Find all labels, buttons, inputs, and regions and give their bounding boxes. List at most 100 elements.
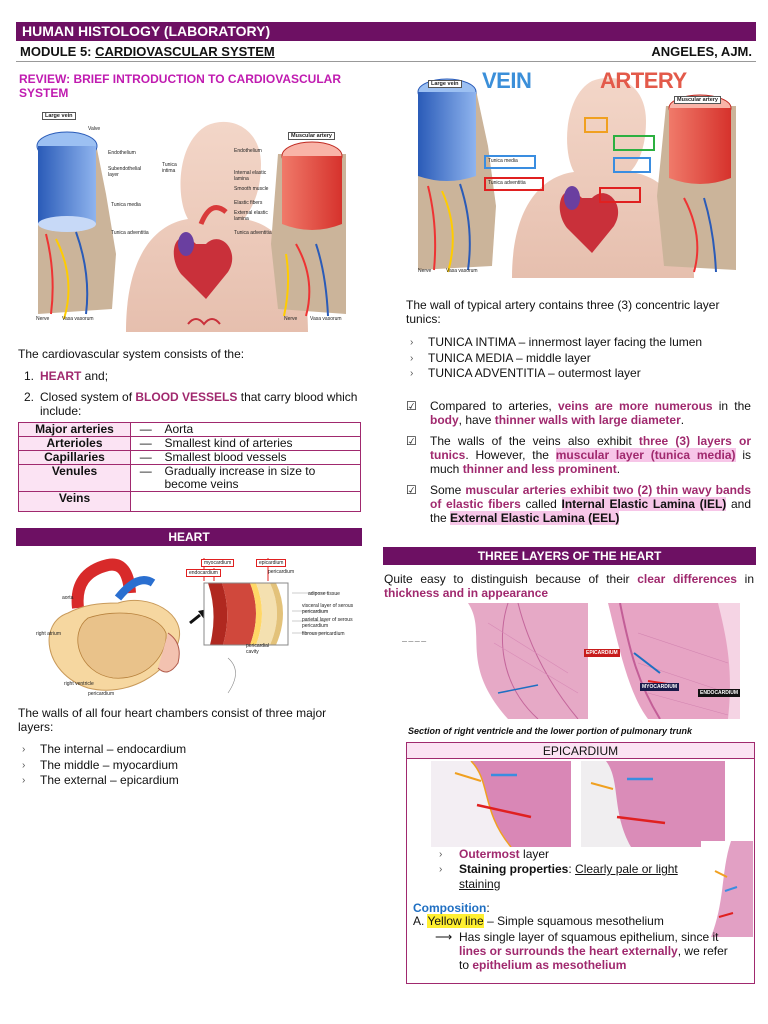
tag-epicardium: EPICARDIUM	[584, 649, 620, 657]
vessel-name: Arterioles	[18, 436, 131, 451]
vessel-row: Veins	[18, 491, 361, 512]
label-myocardium: myocardium	[201, 559, 235, 567]
heart-diagram: myocardium endocardium epicardium perica…	[18, 553, 362, 701]
vessel-desc	[160, 491, 361, 512]
vessel-diagram-right: VEIN ARTERY Large vein Muscular artery T…	[402, 66, 756, 278]
label-nerve-r: Nerve	[418, 268, 432, 274]
epicardium-box: EPICARDIUM ›Outermost layer ›Staining pr…	[406, 742, 755, 984]
heart-walls-text: The walls of all four heart chambers con…	[18, 706, 327, 734]
label-endocardium: endocardium	[186, 569, 221, 577]
tunic-item: ›TUNICA ADVENTITIA – outermost layer	[410, 366, 641, 380]
label-vasa-vasorum-right: Vasa vasorum	[310, 316, 342, 322]
author: ANGELES, AJM.	[651, 44, 752, 59]
label-tunica-adventitia-r: Tunica adventitia	[488, 180, 526, 186]
label-endothelium-right: Endothelium	[234, 148, 262, 154]
vessel-dash: —	[130, 436, 161, 451]
comparison-list: ☑ Compared to arteries, veins are more n…	[406, 399, 751, 532]
label-smooth-muscle: Smooth muscle	[234, 186, 269, 192]
arrow-right-icon: ⟶	[435, 930, 453, 944]
vessel-row: Venules—Gradually increase in size to be…	[18, 464, 361, 492]
label-endothelium: Endothelium	[108, 150, 136, 156]
heart-layer-item: ›The external – epicardium	[22, 773, 179, 787]
vessel-desc: Smallest kind of arteries	[160, 436, 361, 451]
vessel-diagram-left: Large vein Valve Endothelium Subendothel…	[16, 104, 360, 332]
label-tunica-media: Tunica media	[111, 202, 141, 208]
vessel-name: Major arteries	[18, 422, 131, 437]
vessel-name: Capillaries	[18, 450, 131, 465]
intro-item-1: 1.HEART and;	[24, 369, 109, 383]
label-epicardium: epicardium	[256, 559, 287, 567]
label-elastic-fibers: Elastic fibers	[234, 200, 263, 206]
three-layers-bar: THREE LAYERS OF THE HEART	[383, 547, 756, 565]
label-right-ventricle: right ventricle	[64, 681, 94, 687]
intro-item-2: 2.Closed system of BLOOD VESSELS that ca…	[24, 390, 358, 418]
course-banner: HUMAN HISTOLOGY (LABORATORY)	[16, 22, 756, 41]
tag-myocardium: MYOCARDIUM	[640, 683, 679, 691]
tunic-item: ›TUNICA INTIMA – innermost layer facing …	[410, 335, 703, 349]
label-tunica-adventitia-right: Tunica adventitia	[234, 230, 272, 236]
vessel-row: Capillaries—Smallest blood vessels	[18, 450, 361, 465]
vessel-dash: —	[130, 422, 161, 437]
epicardium-prop: ›Staining properties: Clearly pale or li…	[439, 862, 678, 891]
label-muscular-artery: Muscular artery	[288, 132, 335, 140]
vessel-name: Venules	[18, 464, 131, 492]
vessel-desc: Aorta	[160, 422, 361, 437]
label-adipose: adipose tissue	[308, 591, 340, 597]
module-title: MODULE 5: CARDIOVASCULAR SYSTEM	[20, 44, 275, 59]
label-aorta: aorta	[62, 595, 74, 601]
checkbox-checked-icon: ☑	[406, 399, 417, 413]
epicardium-side-micrograph	[701, 841, 753, 937]
heart-layer-item: ›The internal – endocardium	[22, 742, 187, 756]
tunics-list: ›TUNICA INTIMA – innermost layer facing …	[406, 335, 756, 382]
intro-lead: The cardiovascular system consists of th…	[18, 347, 245, 361]
checkbox-checked-icon: ☑	[406, 434, 417, 448]
vessel-desc: Gradually increase in size to become vei…	[160, 464, 361, 492]
label-vasa-vasorum: Vasa vasorum	[62, 316, 94, 322]
label-tunica-intima: Tunica intima	[162, 162, 177, 174]
epicardium-micrograph	[431, 761, 725, 847]
micro-labels-left: — — — —	[402, 639, 427, 645]
vessel-desc: Smallest blood vessels	[160, 450, 361, 465]
epicardium-title: EPICARDIUM	[407, 743, 754, 759]
label-valve: Valve	[88, 126, 101, 132]
heart-layer-item: ›The middle – myocardium	[22, 757, 179, 772]
vessel-dash: —	[130, 450, 161, 465]
comparison-item: ☑ Some muscular arteries exhibit two (2)…	[406, 483, 751, 525]
label-muscular-artery-r: Muscular artery	[674, 96, 721, 104]
label-subendothelial: Subendothelial layer	[108, 166, 142, 178]
heart-layers-micrograph: — — — — EPICARDIUM MYOCARDIUM ENDOCARDIU…	[398, 603, 740, 719]
artery-title: ARTERY	[600, 68, 687, 93]
label-fibrous: fibrous pericardium	[302, 631, 345, 637]
label-nerve: Nerve	[36, 316, 50, 322]
checkbox-checked-icon: ☑	[406, 483, 417, 497]
label-parietal: parietal layer of serous pericardium	[302, 617, 353, 629]
label-internal-elastic: Internal elastic lamina	[234, 170, 267, 182]
epicardium-props: ›Outermost layer ›Staining properties: C…	[411, 847, 701, 892]
review-title: REVIEW: BRIEF INTRODUCTION TO CARDIOVASC…	[19, 72, 342, 100]
label-pericardium-bottom: pericardium	[88, 691, 115, 697]
label-external-elastic: External elastic lamina	[234, 210, 268, 222]
heart-section-bar: HEART	[16, 528, 362, 546]
vessel-dash	[130, 491, 161, 512]
composition-label: Composition:	[413, 901, 490, 915]
label-right-atrium: right atrium	[36, 631, 62, 637]
micrograph-caption: Section of right ventricle and the lower…	[408, 726, 693, 736]
artery-wall-lead: The wall of typical artery contains thre…	[406, 298, 720, 326]
vessel-dash: —	[130, 464, 161, 492]
label-nerve-right: Nerve	[284, 316, 298, 322]
tunic-item: ›TUNICA MEDIA – middle layer	[410, 350, 591, 365]
composition-a: A. Yellow line – Simple squamous mesothe…	[413, 914, 664, 928]
label-large-vein: Large vein	[42, 112, 76, 120]
vessel-row: Major arteries—Aorta	[18, 422, 361, 437]
label-tunica-adventitia: Tunica adventitia	[111, 230, 149, 236]
tag-endocardium: ENDOCARDIUM	[698, 689, 740, 697]
label-vasa-vasorum-r: Vasa vasorum	[446, 268, 478, 274]
three-layers-text: Quite easy to distinguish because of the…	[384, 572, 754, 600]
label-tunica-media-r: Tunica media	[488, 158, 518, 164]
module-row: MODULE 5: CARDIOVASCULAR SYSTEM ANGELES,…	[16, 42, 756, 62]
composition-a-sub: ⟶ Has single layer of squamous epitheliu…	[435, 930, 728, 972]
comparison-item: ☑ The walls of the veins also exhibit th…	[406, 434, 752, 476]
heart-layers-list: ›The internal – endocardium ›The middle …	[18, 742, 362, 789]
label-visceral: visceral layer of serous pericardium	[302, 603, 354, 615]
